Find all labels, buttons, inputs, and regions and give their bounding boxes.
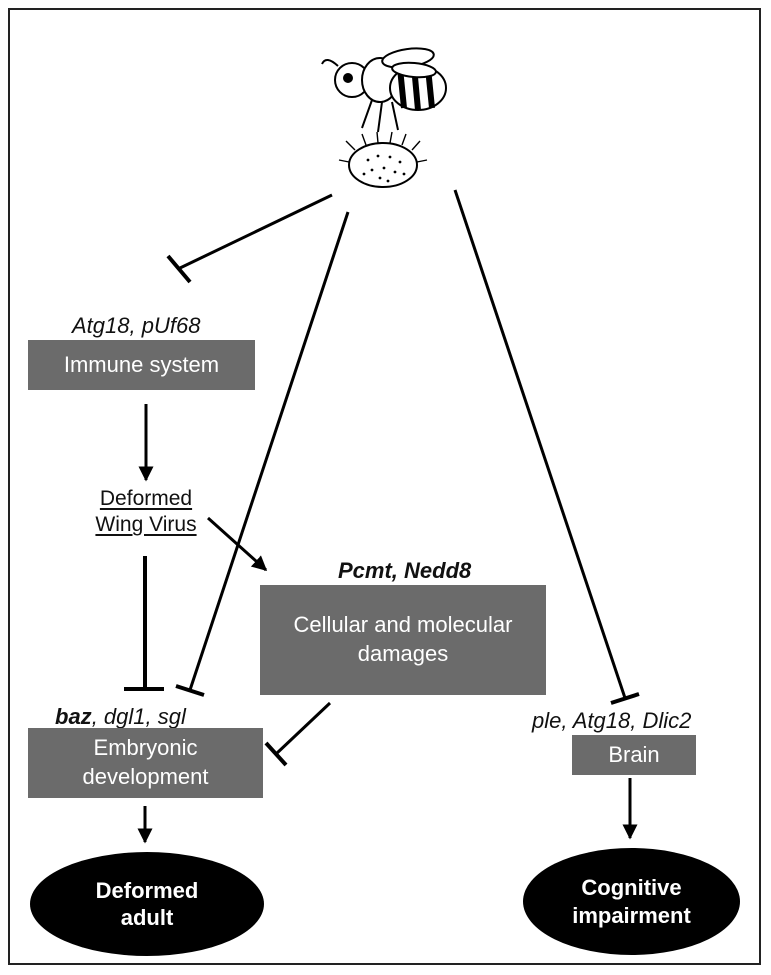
cognitive-line-1: Cognitive [581,875,682,900]
damage-genes: Pcmt, Nedd8 [338,558,472,583]
cognitive-line-2: impairment [572,902,691,928]
varroa-mite-icon [338,131,428,188]
damage-line-2: damages [357,641,449,666]
virus-line-2: Wing Virus [95,513,197,537]
immune-system-node: Immune system [28,340,255,390]
embryonic-development-node: Embryonic development [28,728,263,798]
honeybee-icon [321,47,447,133]
inhibit-embryo-line [188,211,350,691]
embryo-gene-baz: baz [55,704,92,729]
cellular-damages-node: Cellular and molecular damages [260,585,546,695]
immune-genes: Atg18, pUf68 [72,313,201,338]
deformed-wing-virus-node: Deformed Wing Virus [66,486,226,539]
inhibit-embryo-bar [175,684,205,697]
cognitive-impairment-outcome: Cognitive impairment [523,848,740,955]
embryo-gene-rest: , dgl1, sgl [91,704,186,729]
inhibit-damage-embryo-bar [264,741,288,767]
inhibit-immune-bar [166,254,192,284]
figure-frame [8,8,761,965]
inhibit-immune-line [179,193,333,270]
arrow-virus-to-damage [206,516,268,572]
deformed-line-1: Deformed [95,877,199,903]
brain-genes: ple, Atg18, Dlic2 [532,708,692,733]
embryo-line-2: development [82,764,209,789]
deformed-line-2: adult [120,905,174,930]
deformed-adult-outcome: Deformed adult [30,852,264,956]
damage-line-1: Cellular and molecular [293,612,513,638]
embryo-genes: baz, dgl1, sgl [55,704,186,730]
virus-line-1: Deformed [99,487,193,510]
inhibit-brain-line [453,189,627,699]
brain-node: Brain [572,735,696,775]
inhibit-brain-bar [610,692,640,705]
inhibit-damage-embryo-line [274,701,332,756]
embryo-line-1: Embryonic [93,735,198,761]
